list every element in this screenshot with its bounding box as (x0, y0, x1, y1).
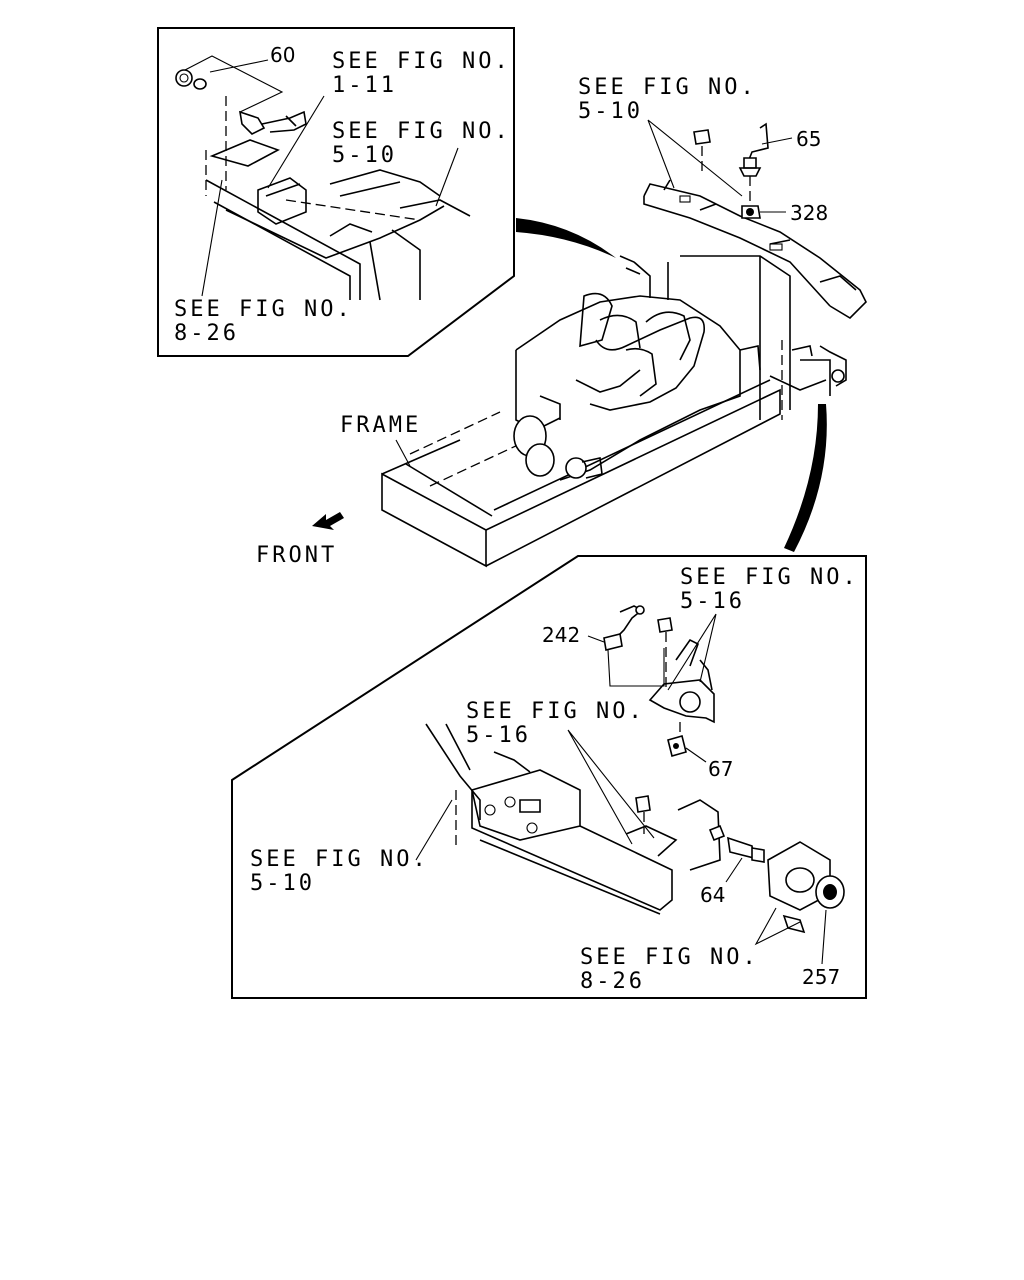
top-right-crossmember (643, 119, 867, 320)
part-number-242: 242 (542, 623, 580, 647)
leader-64 (725, 857, 743, 883)
leader-257 (821, 909, 827, 965)
part-257-housing (754, 841, 845, 965)
ref-5-10-right: SEE FIG NO. 5-10 (578, 75, 773, 124)
leader-67 (685, 747, 707, 763)
frame-label: FRAME (340, 413, 421, 438)
leader-1-11 (267, 95, 325, 189)
front-label: FRONT (256, 543, 337, 568)
part-number-64: 64 (700, 883, 725, 907)
part-number-257: 257 (802, 965, 840, 989)
part-242-sensor (603, 605, 673, 690)
ref-5-16-left: SEE FIG NO. 5-16 (466, 699, 661, 748)
leader-5-10-top (435, 147, 459, 207)
ref-5-10-inset: SEE FIG NO. 5-10 (332, 119, 527, 168)
part-number-65: 65 (796, 127, 821, 151)
ref-8-26-inset: SEE FIG NO. 8-26 (174, 297, 369, 346)
leader-5-10-right (647, 119, 743, 197)
ref-8-26-bottom: SEE FIG NO. 8-26 (580, 945, 775, 994)
bottom-inset: SEE FIG NO. 5-16 SEE FIG NO. 5-16 SEE FI… (231, 555, 875, 999)
leader-frame (395, 439, 411, 467)
leader-8-26-top (201, 179, 223, 297)
front-arrow-icon (312, 512, 344, 530)
pointer-arrow-bottom (784, 404, 827, 552)
ref-5-16-right: SEE FIG NO. 5-16 (680, 565, 875, 614)
leader-60 (209, 59, 269, 73)
inset-frame-rails (205, 96, 471, 301)
main-frame-assembly (381, 255, 847, 568)
bracket-assembly (648, 613, 717, 763)
leader-65 (761, 137, 793, 145)
pointer-arrow-top (516, 218, 616, 258)
bottom-frame-member (415, 723, 721, 915)
part-64-sensor (708, 824, 765, 883)
leader-242 (587, 635, 605, 643)
part-60-switch (175, 55, 307, 135)
part-number-67: 67 (708, 757, 733, 781)
top-left-inset: SEE FIG NO. 1-11 SEE FIG NO. 5-10 SEE FI… (157, 27, 527, 357)
ref-5-10-bottom: SEE FIG NO. 5-10 (250, 847, 445, 896)
ref-1-11: SEE FIG NO. 1-11 (332, 49, 527, 98)
part-number-328: 328 (790, 201, 828, 225)
part-number-60: 60 (270, 43, 295, 67)
